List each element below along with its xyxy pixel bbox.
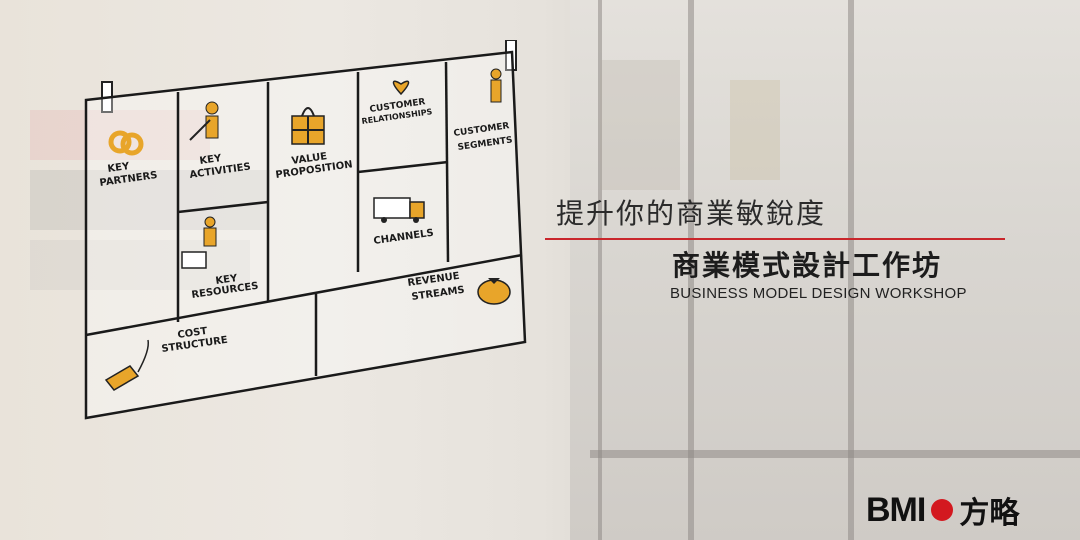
- heart-pin-icon: [392, 80, 410, 96]
- money-bag-icon: [477, 278, 511, 305]
- label-key-resources-1: KEY: [215, 273, 239, 287]
- door-frame-left: [598, 0, 602, 540]
- poster-wall: [730, 80, 780, 180]
- shovel-worker-icon: [189, 101, 219, 141]
- label-cost-structure-1: COST: [177, 326, 208, 341]
- rings-icon: [108, 130, 144, 156]
- subheadline: 商業模式設計工作坊: [672, 249, 943, 282]
- door-frame-middle: [688, 0, 694, 540]
- price-tag-icon: [104, 339, 150, 391]
- label-key-activities-1: KEY: [199, 153, 223, 167]
- wall-shelf: [600, 60, 680, 190]
- headline: 提升你的商業敏銳度: [556, 197, 827, 230]
- label-key-partners-1: KEY: [107, 161, 131, 175]
- business-model-canvas: KEY PARTNERS KEY ACTIVITIES VALUE PROPOS…: [84, 40, 527, 420]
- logo-bmi-text: BMI: [866, 490, 926, 529]
- box-worker-icon: [181, 216, 217, 269]
- door-frame-right: [848, 0, 854, 540]
- gift-box-icon: [291, 107, 325, 145]
- title-divider: [545, 238, 1005, 240]
- label-value-proposition-1: VALUE: [291, 151, 328, 167]
- door-rail: [590, 450, 1080, 458]
- logo-red-dot-icon: [931, 499, 954, 521]
- canvas-frame: [84, 50, 527, 420]
- truck-icon: [373, 197, 425, 223]
- english-title: BUSINESS MODEL DESIGN WORKSHOP: [670, 285, 967, 302]
- person-icon: [490, 68, 502, 103]
- bmi-logo: BMI 方略: [866, 490, 1019, 532]
- logo-chinese-text: 方略: [959, 496, 1020, 531]
